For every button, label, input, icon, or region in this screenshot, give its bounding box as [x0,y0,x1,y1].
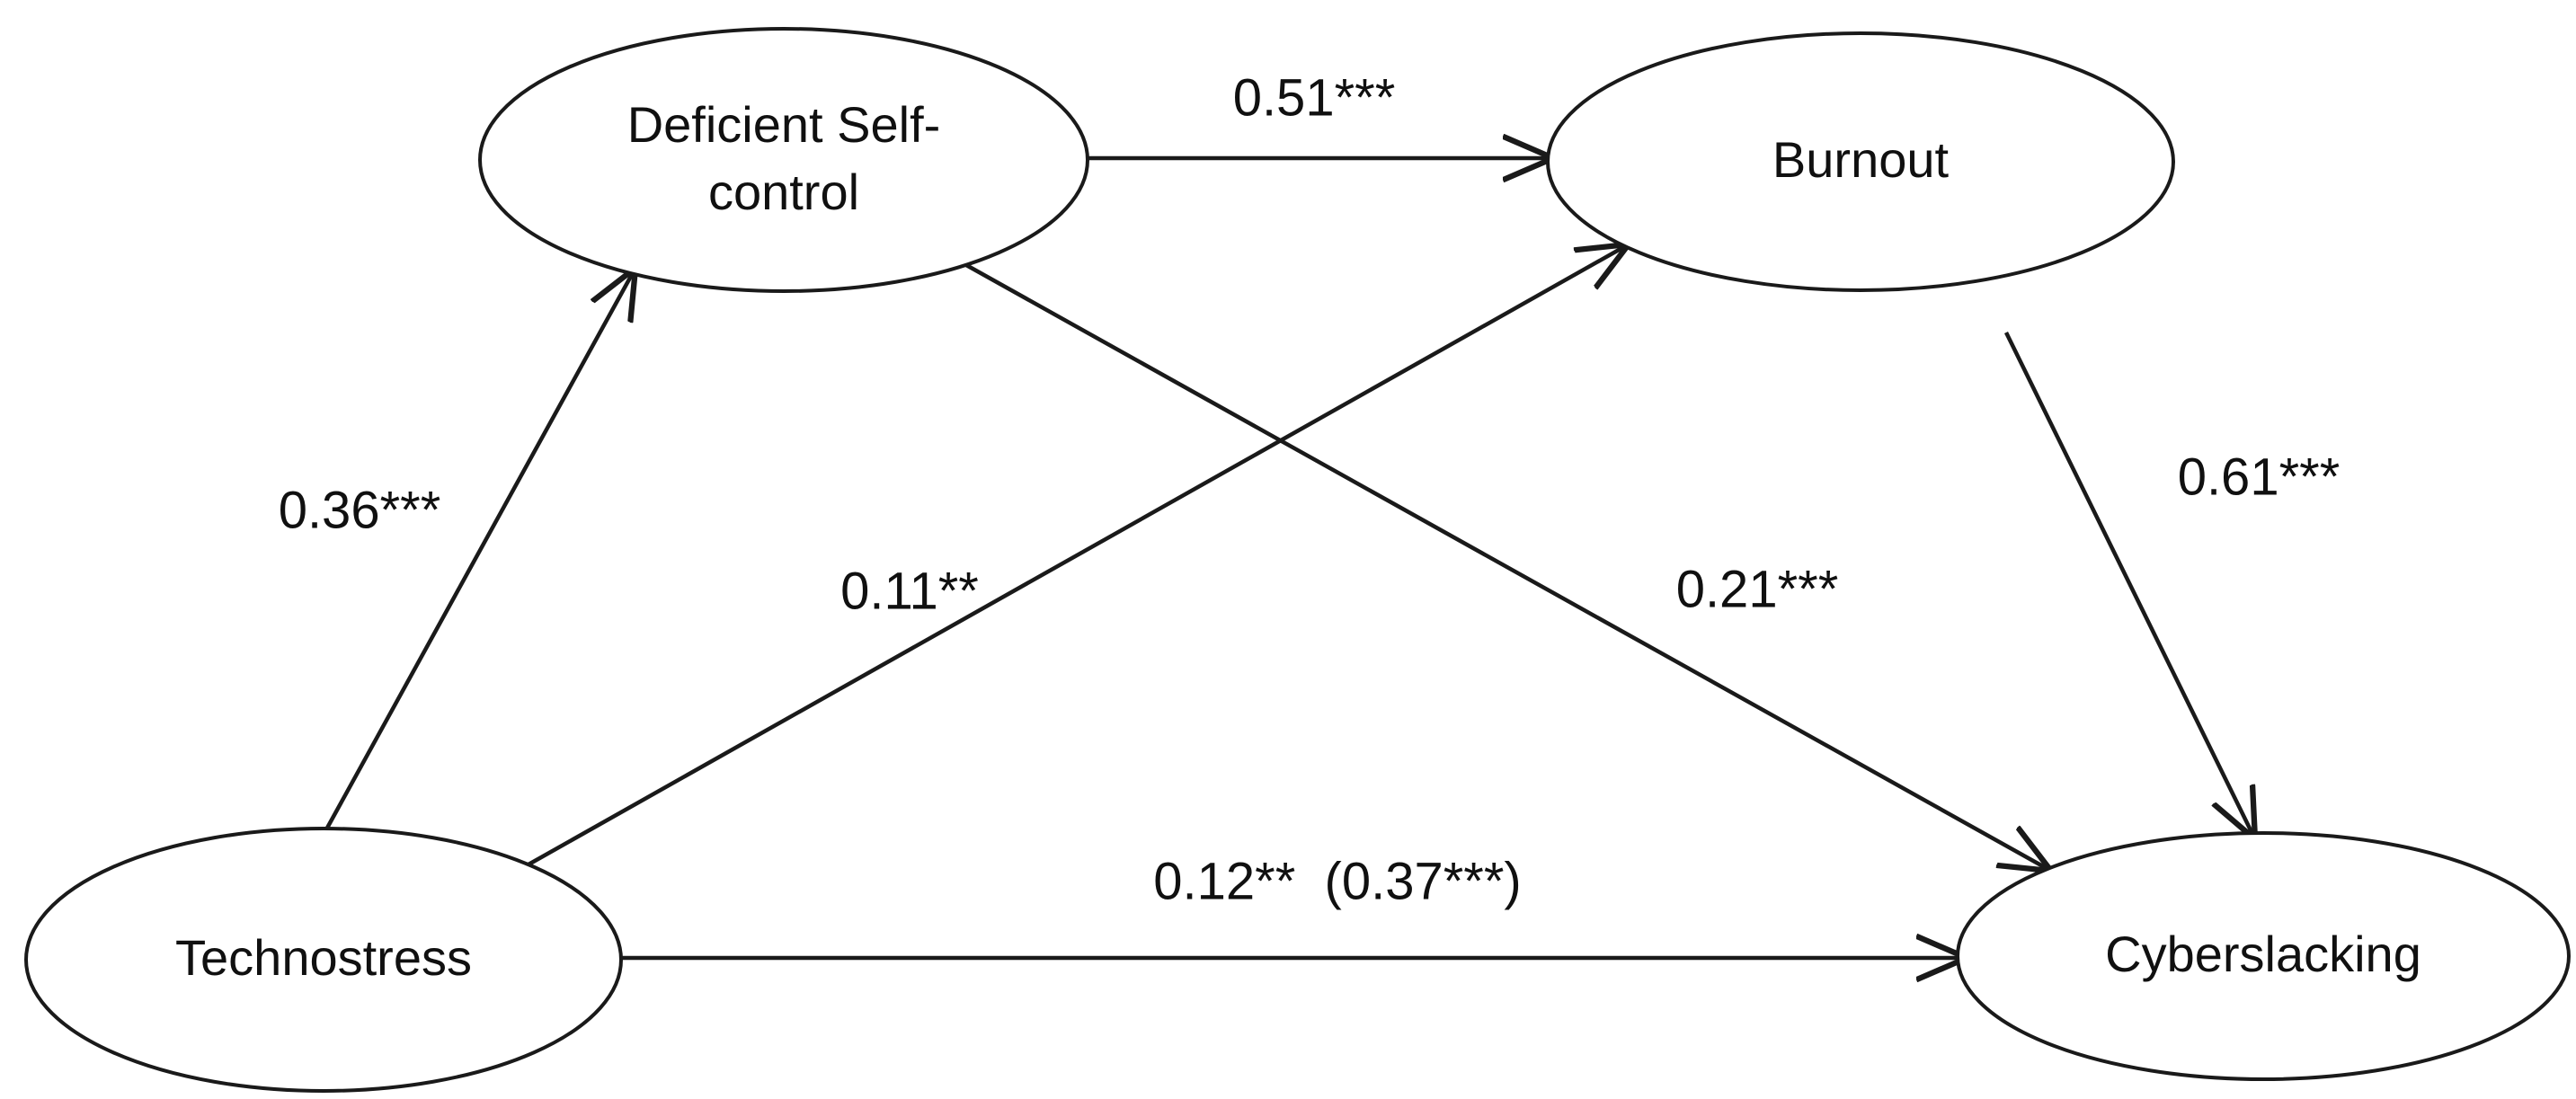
node-label-burnout: Burnout [1772,131,1950,188]
path-label-technostress-to-burnout: 0.11** [840,562,979,620]
path-label-dsc-to-cyberslacking: 0.21*** [1676,560,1839,618]
path-label-dsc-to-burnout: 0.51*** [1233,68,1396,127]
arrow-technostress-to-burnout [527,245,1627,866]
path-label-technostress-to-dsc: 0.36*** [279,481,441,539]
ellipse-deficient-self-control[interactable] [478,27,1089,293]
node-label-deficient-self-control-line1: Deficient Self- [627,96,941,153]
ellipse-cyberslacking[interactable] [1956,831,2571,1081]
arrow-deficient-self-control-to-cyberslacking [942,251,2049,870]
ellipse-technostress[interactable] [24,827,623,1093]
arrow-technostress-to-deficient-self-control [324,270,635,833]
node-deficient-self-control[interactable]: Deficient Self- control [478,27,1089,293]
node-label-technostress: Technostress [175,929,472,986]
path-label-technostress-to-cyberslacking: 0.12** (0.37***) [1153,852,1521,910]
node-burnout[interactable]: Burnout [1546,31,2175,292]
node-label-deficient-self-control-line2: control [708,164,859,220]
node-technostress[interactable]: Technostress [24,827,623,1093]
path-coefficient-labels: 0.51*** 0.36*** 0.11** 0.21*** 0.61*** 0… [279,68,2341,910]
path-arrows [324,158,2254,958]
path-label-burnout-to-cyberslacking: 0.61*** [2178,448,2341,506]
ellipse-burnout[interactable] [1546,31,2175,292]
node-label-cyberslacking: Cyberslacking [2105,926,2421,982]
arrow-burnout-to-cyberslacking [2003,332,2254,838]
node-cyberslacking[interactable]: Cyberslacking [1956,831,2571,1081]
